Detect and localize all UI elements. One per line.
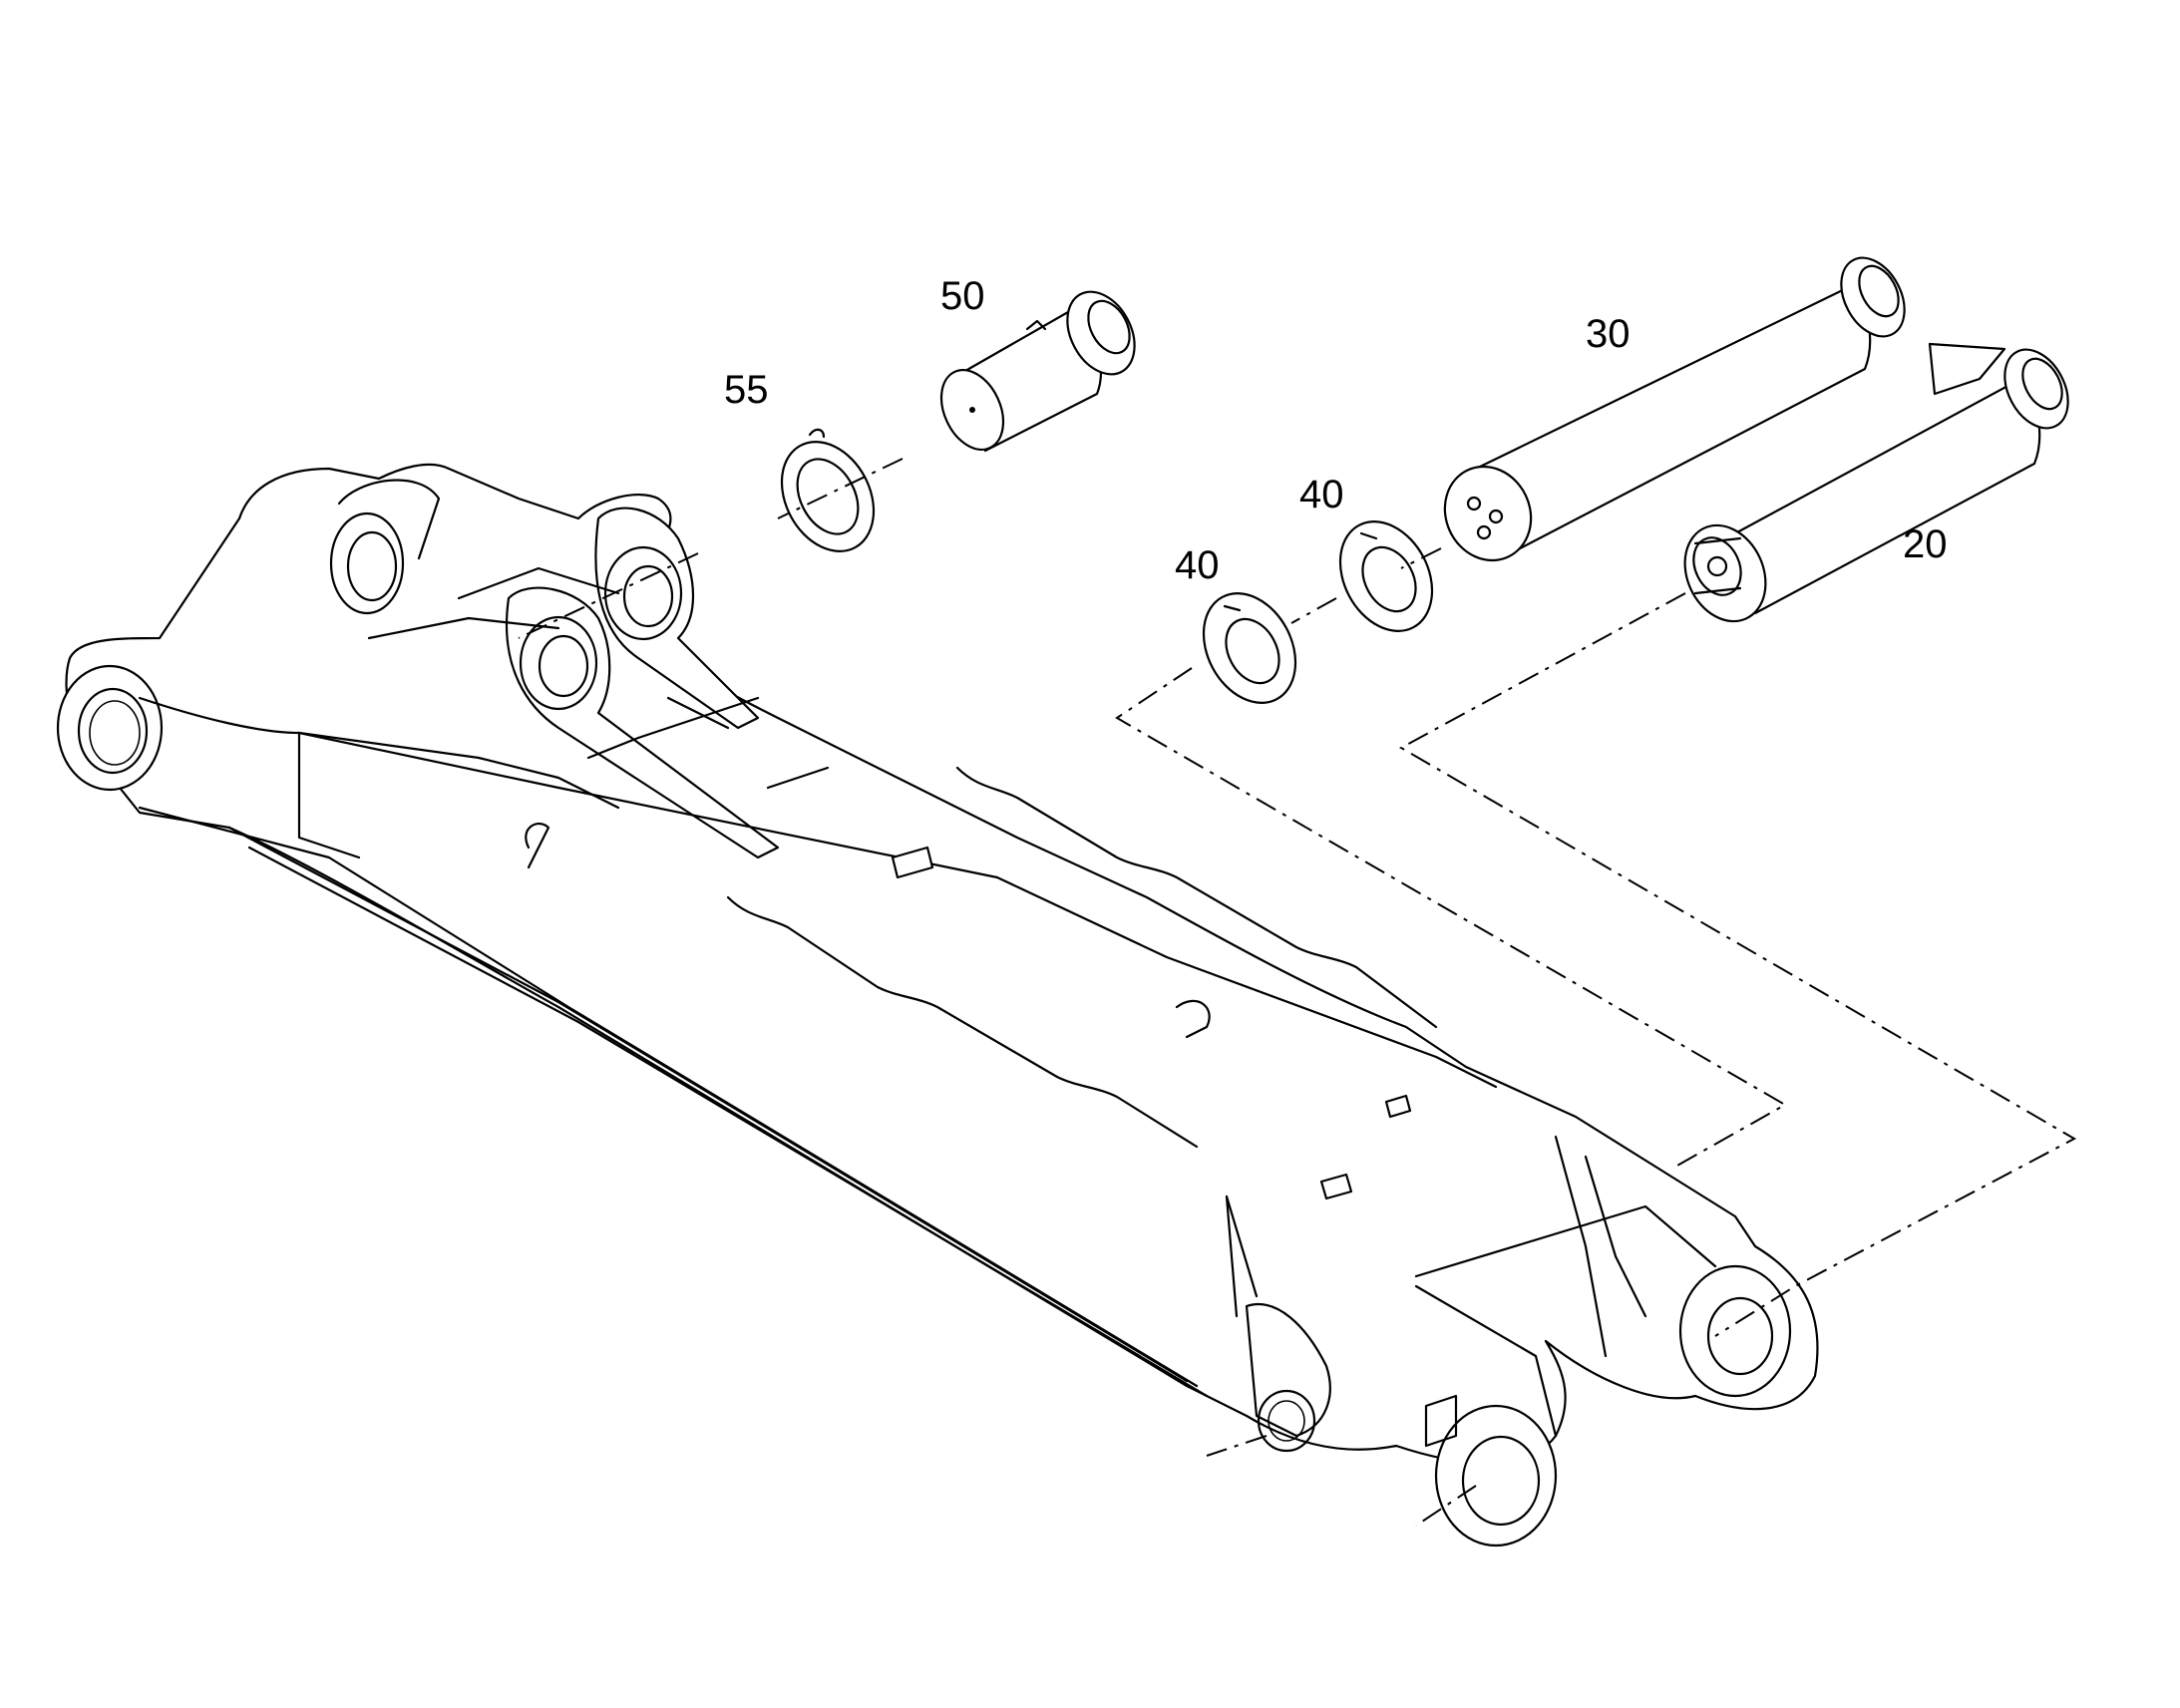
ear-bore-rear xyxy=(603,545,683,641)
fork-bore-left xyxy=(1257,1389,1316,1453)
part-30-long-pin xyxy=(1443,256,1906,562)
callout-20: 20 xyxy=(1903,522,1948,566)
ear-bore-front xyxy=(519,615,598,711)
part-55-washer xyxy=(780,428,876,552)
lock-plate xyxy=(1928,342,2006,396)
boom-arm xyxy=(56,463,1819,1547)
callout-50: 50 xyxy=(940,274,985,318)
boom-end-bore-left xyxy=(56,664,164,792)
part-20-pin-with-lock-plate xyxy=(1683,342,2069,623)
callout-40-rear: 40 xyxy=(1299,473,1344,516)
part-40-washer-rear xyxy=(1338,520,1434,632)
callout-55: 55 xyxy=(724,368,769,412)
assembly-center-lines xyxy=(518,458,2077,1527)
fork-bore-front xyxy=(1461,1435,1541,1527)
lug-block xyxy=(891,846,934,879)
part-50-short-pin xyxy=(939,290,1136,453)
part-40-washer-front xyxy=(1202,592,1297,704)
callout-40-front: 40 xyxy=(1175,543,1220,587)
fork-bore-rear xyxy=(1706,1296,1774,1376)
callout-30: 30 xyxy=(1586,312,1631,356)
